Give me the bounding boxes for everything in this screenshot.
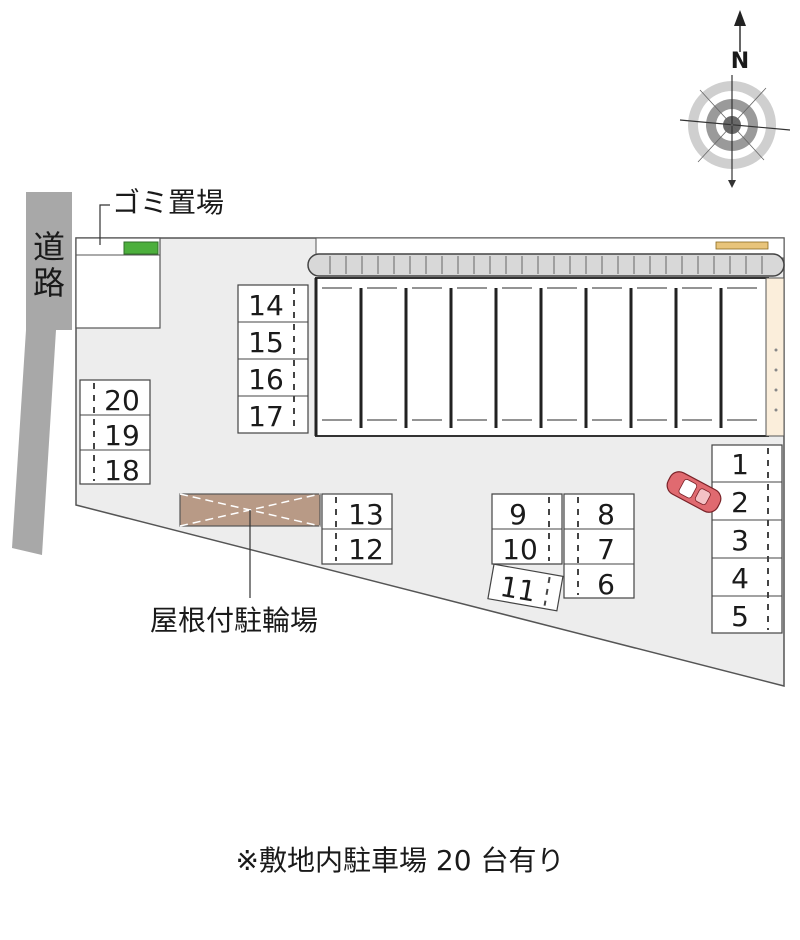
parking-spot-13: 13 xyxy=(348,498,384,531)
bike-shelter-label: 屋根付駐輪場 xyxy=(150,604,318,637)
parking-spot-17: 17 xyxy=(248,400,284,433)
parking-spot-14: 14 xyxy=(248,289,284,322)
parking-spot-20: 20 xyxy=(104,384,140,417)
parking-spot-18: 18 xyxy=(104,454,140,487)
parking-spot-8: 8 xyxy=(597,498,615,531)
bike-shelter: 屋根付駐輪場 xyxy=(150,493,321,637)
parking-spot-15: 15 xyxy=(248,326,284,359)
road-label-char-2: 路 xyxy=(33,264,65,302)
parking-spot-1: 1 xyxy=(731,448,749,481)
parking-group-1-5: 1 2 3 4 5 xyxy=(711,444,783,634)
parking-group-6-8: 8 7 6 xyxy=(563,493,635,601)
parking-spot-19: 19 xyxy=(104,419,140,452)
compass-icon: N xyxy=(679,10,791,188)
garbage-area: ゴミ置場 xyxy=(99,186,224,255)
parking-spot-2: 2 xyxy=(731,486,749,519)
parking-spot-6: 6 xyxy=(597,568,615,601)
parking-spot-5: 5 xyxy=(731,600,749,633)
car-icon xyxy=(666,471,722,513)
parking-spot-16: 16 xyxy=(248,363,284,396)
parking-group-9-10: 9 10 xyxy=(491,493,563,566)
parking-spot-3: 3 xyxy=(731,524,749,557)
parking-spot-12: 12 xyxy=(348,533,384,566)
parking-group-18-20: 20 19 18 xyxy=(79,379,151,487)
building xyxy=(307,237,785,437)
footer-note: ※敷地内駐車場 20 台有り xyxy=(236,844,565,877)
parking-group-12-13: 13 12 xyxy=(321,493,393,566)
parking-spot-11: 11 xyxy=(498,570,539,609)
parking-spot-4: 4 xyxy=(731,562,749,595)
parking-group-14-17: 14 15 16 17 xyxy=(237,284,309,434)
parking-spot-9: 9 xyxy=(509,498,527,531)
parking-spot-7: 7 xyxy=(597,533,615,566)
parking-spot-10: 10 xyxy=(502,533,538,566)
garbage-label: ゴミ置場 xyxy=(112,186,224,219)
compass-north-letter: N xyxy=(731,49,749,74)
parking-group-11: 11 xyxy=(487,563,564,612)
road-label-char-1: 道 xyxy=(33,228,65,266)
road: 道 路 xyxy=(12,192,72,555)
